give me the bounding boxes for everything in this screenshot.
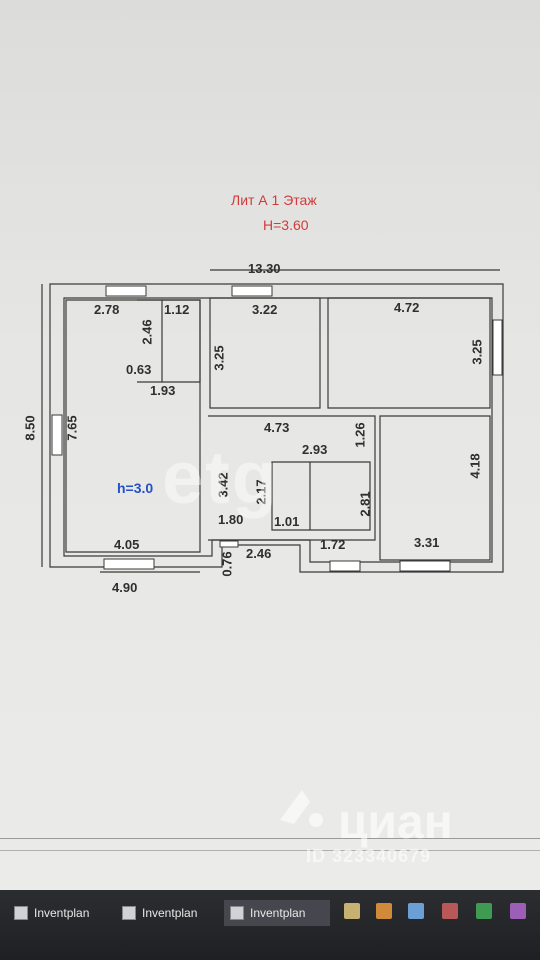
- screen-area: Лит А 1 Этаж H=3.60: [0, 0, 540, 890]
- dim-246a: 2.46: [139, 319, 155, 345]
- app-icon: [230, 906, 244, 920]
- app-icon: [14, 906, 28, 920]
- dim-180: 1.80: [218, 512, 244, 527]
- dim-490: 4.90: [112, 580, 138, 595]
- excel-icon[interactable]: [476, 903, 492, 919]
- dim-101: 1.01: [274, 514, 300, 529]
- key-icon[interactable]: [376, 903, 392, 919]
- dim-325b: 3.25: [469, 339, 485, 365]
- plan-height: H=3.60: [263, 217, 309, 233]
- room-height-label: h=3.0: [117, 480, 154, 496]
- dim-278: 2.78: [94, 302, 120, 317]
- listing-id-watermark: ID 323340679: [306, 846, 432, 866]
- room-bath: [271, 461, 371, 531]
- app-tray-icon[interactable]: [442, 903, 458, 919]
- etagi-watermark: etg: [162, 436, 279, 519]
- taskbar-item-active[interactable]: Inventplan: [224, 900, 330, 926]
- dim-left-inner: 7.65: [64, 415, 80, 441]
- cian-watermark: циан: [338, 796, 453, 849]
- folder-icon[interactable]: [408, 903, 424, 919]
- taskbar-item[interactable]: Inventplan: [116, 900, 218, 926]
- dim-112: 1.12: [164, 302, 190, 317]
- taskbar: Inventplan Inventplan Inventplan: [0, 890, 540, 960]
- dim-473: 4.73: [264, 420, 290, 435]
- app-icon: [122, 906, 136, 920]
- dim-325a: 3.25: [211, 345, 227, 371]
- dim-418: 4.18: [467, 453, 483, 479]
- dim-126: 1.26: [352, 422, 368, 448]
- taskbar-item[interactable]: Inventplan: [8, 900, 110, 926]
- dim-246b: 2.46: [246, 546, 272, 561]
- tray-icon[interactable]: [510, 903, 526, 919]
- room-331: [379, 415, 491, 561]
- tray-icon[interactable]: [344, 903, 360, 919]
- room-hall: [208, 415, 376, 541]
- dim-331: 3.31: [414, 535, 440, 550]
- dim-322: 3.22: [252, 302, 278, 317]
- room-472: [327, 297, 491, 409]
- room-small: [137, 299, 163, 383]
- dim-063: 0.63: [126, 362, 152, 377]
- divider: [0, 838, 540, 839]
- floor-plan: [41, 269, 504, 573]
- plan-title: Лит А 1 Этаж: [231, 192, 317, 208]
- cian-logo-icon: [280, 790, 323, 827]
- dim-top-total: 13.30: [248, 261, 281, 276]
- dim-281: 2.81: [357, 491, 373, 517]
- dim-405: 4.05: [114, 537, 140, 552]
- dim-193: 1.93: [150, 383, 176, 398]
- dim-076: 0.76: [219, 551, 235, 577]
- taskbar-item-label: Inventplan: [34, 906, 90, 920]
- taskbar-item-label: Inventplan: [250, 906, 306, 920]
- divider: [0, 850, 540, 851]
- dim-293: 2.93: [302, 442, 328, 457]
- taskbar-item-label: Inventplan: [142, 906, 198, 920]
- dim-left-total: 8.50: [22, 415, 38, 441]
- dim-472: 4.72: [394, 300, 420, 315]
- room-322: [209, 297, 321, 409]
- dim-172: 1.72: [320, 537, 346, 552]
